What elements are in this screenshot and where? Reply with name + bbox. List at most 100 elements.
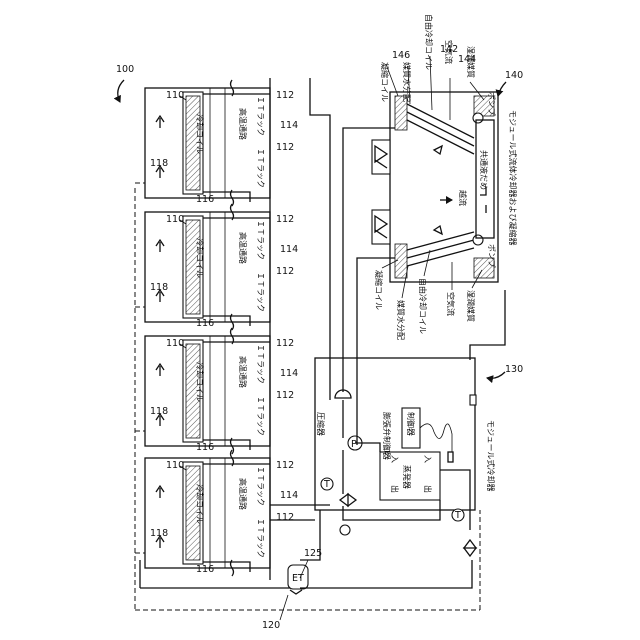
pump-label-bottom: ポンプ — [487, 244, 496, 268]
row-frame — [145, 212, 270, 322]
hot-aisle-label: 高温通路 — [238, 356, 248, 388]
return-pipe-bottom — [300, 560, 472, 588]
free-cooling-coil-bottom — [407, 232, 474, 266]
ref-140: 140 — [505, 70, 523, 81]
modular-chiller-label: モジュール式冷却器 — [486, 420, 496, 491]
pressure-gauge-label: P — [351, 439, 357, 450]
condenser-coil-label-top: 凝縮コイル — [380, 62, 390, 102]
expansion-valve-label: 膨張弁制御器 — [382, 412, 392, 460]
leader-140 — [498, 82, 506, 96]
evaporator-out-label: 出 — [423, 485, 433, 493]
evaporator-out-label-2: 出 — [390, 485, 400, 493]
overflow-pipe — [480, 187, 486, 213]
valve-small — [470, 395, 476, 405]
row-frame — [145, 336, 270, 446]
ref-112: 112 — [276, 142, 294, 153]
pump-label-top: ポンプ — [487, 92, 496, 116]
leader-120 — [280, 595, 288, 620]
airflow-arrow-top — [434, 146, 442, 154]
condenser-module-label: モジュール式流体冷却器および凝縮器 — [508, 110, 518, 245]
ref-100: 100 — [116, 64, 134, 75]
hot-aisle-label: 高温通路 — [238, 232, 248, 264]
valve-right — [464, 540, 476, 556]
airflow-label-bottom: 空気流 — [446, 292, 456, 316]
cooling-coil-label: 冷却コイル — [195, 238, 205, 278]
medium-water-label-bottom: 媒質水分配 — [396, 300, 406, 340]
et-label: ET — [292, 573, 304, 584]
free-cooling-coil-label-top: 自由冷却コイル — [424, 14, 434, 70]
wet-medium-label-top: 湿潤媒質 — [466, 46, 476, 78]
wet-medium-label-bottom: 湿潤媒質 — [466, 290, 476, 322]
sensor-cable — [420, 424, 452, 452]
airflow-arrow — [156, 116, 164, 128]
ref-114: 114 — [280, 490, 298, 501]
ref-112: 112 — [276, 266, 294, 277]
ref-116: 116 — [196, 194, 214, 205]
ref-110: 110 — [166, 338, 184, 349]
ref-110: 110 — [166, 214, 184, 225]
ref-146: 146 — [392, 50, 410, 61]
it-rack-label: ＩＴラック — [256, 344, 265, 384]
it-rack-label: ＩＴラック — [256, 148, 265, 188]
it-rack-label: ＩＴラック — [256, 272, 265, 312]
it-rack-label: ＩＴラック — [256, 220, 265, 260]
row-frame — [145, 458, 270, 568]
temp-sensor-2-label: T — [454, 510, 461, 521]
expansion-tank: ET — [288, 565, 308, 594]
three-way-valve — [340, 494, 356, 506]
fan-bottom — [372, 210, 390, 244]
aux-line — [310, 78, 330, 400]
ref-112: 112 — [276, 512, 294, 523]
airflow-arrow — [156, 486, 164, 498]
fan-top — [372, 140, 390, 174]
it-rack-label: ＩＴラック — [256, 96, 265, 136]
free-cooling-coil-label-bottom: 自由冷却コイル — [418, 278, 428, 334]
ref-120: 120 — [262, 620, 280, 631]
compressor-label: 圧縮器 — [316, 412, 326, 436]
temp-sensor-1-label: T — [323, 479, 330, 490]
overflow-label: 越流 — [458, 190, 468, 206]
ref-114: 114 — [280, 244, 298, 255]
controller-label: 制御器 — [406, 412, 416, 436]
common-basin-label: 共通液だめ — [479, 150, 489, 190]
ref-112: 112 — [276, 338, 294, 349]
ref-110: 110 — [166, 460, 184, 471]
ref-114: 114 — [280, 368, 298, 379]
leader-130 — [487, 372, 505, 378]
ref-130: 130 — [505, 364, 523, 375]
evaporator-label: 蒸発器 — [402, 465, 412, 489]
cooling-coil-label: 冷却コイル — [195, 484, 205, 524]
ref-112: 112 — [276, 90, 294, 101]
airflow-arrow — [156, 240, 164, 252]
refrigerant-piping-1 — [343, 400, 380, 494]
ref-110: 110 — [166, 90, 184, 101]
airflow-arrow-bottom — [434, 226, 442, 234]
evaporator-in-label: 入 — [423, 455, 432, 463]
ref-112: 112 — [276, 214, 294, 225]
pump-bottom — [473, 235, 483, 245]
ref-116: 116 — [196, 318, 214, 329]
ref-112: 112 — [276, 460, 294, 471]
condenser-coil-label-bottom: 凝縮コイル — [374, 270, 384, 310]
ref-112: 112 — [276, 390, 294, 401]
it-rack-label: ＩＴラック — [256, 518, 265, 558]
cooling-coil-label: 冷却コイル — [195, 362, 205, 402]
pump-top — [473, 113, 483, 123]
hot-aisle-label: 高温通路 — [238, 478, 248, 510]
hot-aisle-label: 高温通路 — [238, 108, 248, 140]
ref-114: 114 — [280, 120, 298, 131]
sensor-bulb — [448, 452, 453, 462]
ref-116: 116 — [196, 442, 214, 453]
airflow-label-top: 空気流 — [444, 40, 454, 64]
server-rows: 冷却コイル高温通路ＩＴラックＩＴラック110118116112112114冷却コ… — [135, 80, 298, 576]
it-rack-label: ＩＴラック — [256, 466, 265, 506]
row-frame — [145, 88, 270, 198]
cooling-coil-label: 冷却コイル — [195, 114, 205, 154]
it-rack-label: ＩＴラック — [256, 396, 265, 436]
medium-water-label-top: 媒質水分配 — [402, 62, 412, 102]
temp-sensor-3 — [340, 525, 350, 535]
airflow-arrow — [156, 364, 164, 376]
ref-116: 116 — [196, 564, 214, 575]
